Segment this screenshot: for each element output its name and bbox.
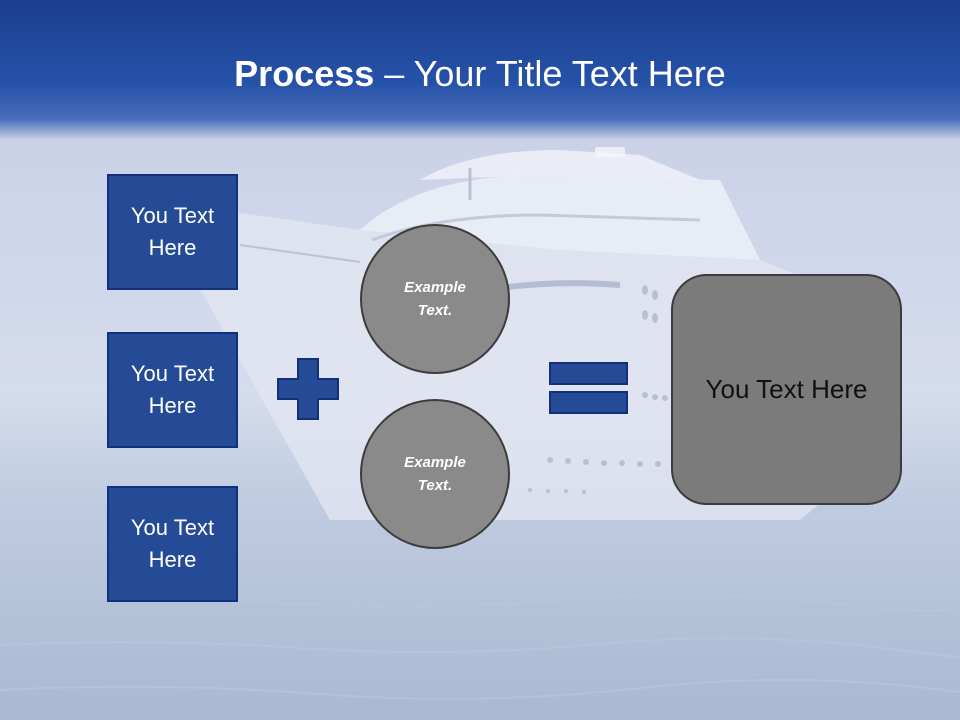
title-rest: – Your Title Text Here <box>374 53 726 94</box>
text-box-3[interactable]: You Text Here <box>107 486 238 602</box>
text-box-label: You Text Here <box>130 361 215 418</box>
title-bold: Process <box>234 53 375 94</box>
circle-label: Example Text. <box>404 279 466 319</box>
result-box[interactable]: You Text Here <box>671 274 902 505</box>
example-circle-2[interactable]: Example Text. <box>360 399 510 549</box>
result-label: You Text Here <box>705 374 868 404</box>
example-circle-1[interactable]: Example Text. <box>360 224 510 374</box>
text-box-1[interactable]: You Text Here <box>107 174 238 290</box>
equals-icon <box>549 362 628 414</box>
slide-title: Process – Your Title Text Here <box>0 52 960 96</box>
text-box-label: You Text Here <box>130 203 215 260</box>
plus-icon <box>277 358 339 420</box>
text-box-label: You Text Here <box>130 515 215 572</box>
header-band <box>0 0 960 140</box>
text-box-2[interactable]: You Text Here <box>107 332 238 448</box>
circle-label: Example Text. <box>404 454 466 494</box>
